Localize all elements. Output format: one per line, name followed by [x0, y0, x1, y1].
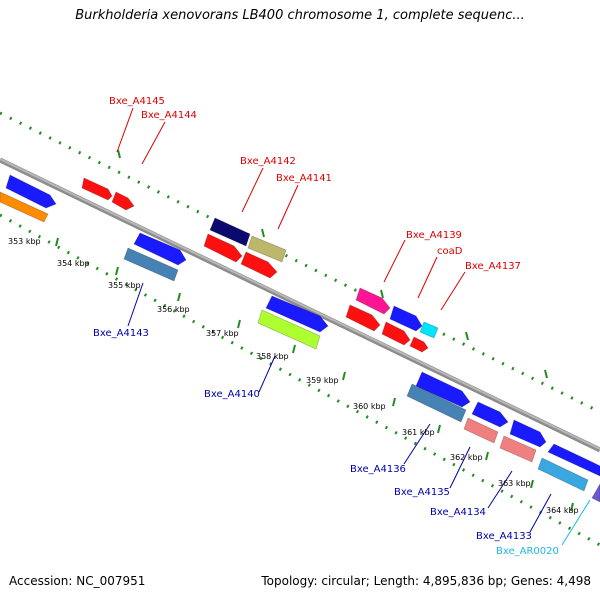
gene-label[interactable]: Bxe_A4137 — [465, 261, 521, 272]
kbp-label: 353 kbp — [8, 237, 41, 246]
kbp-label: 360 kbp — [353, 402, 386, 411]
gene-block-orange[interactable] — [0, 191, 49, 223]
gene-block-red[interactable] — [203, 233, 243, 263]
gene-label[interactable]: Bxe_A4136 — [350, 464, 406, 475]
gene-label[interactable]: Bxe_A4141 — [276, 173, 332, 184]
gene-block-red[interactable] — [240, 251, 278, 279]
genome-summary-text: Topology: circular; Length: 4,895,836 bp… — [261, 574, 591, 588]
accession-text: Accession: NC_007951 — [9, 574, 146, 588]
leader-line — [529, 493, 552, 533]
gene-block-blue[interactable] — [471, 401, 509, 428]
gene-label[interactable]: Bxe_A4139 — [406, 230, 462, 241]
gene-block-salmon[interactable] — [463, 417, 499, 444]
map-title: Burkholderia xenovorans LB400 chromosome… — [75, 8, 525, 23]
leader-lines — [116, 107, 591, 546]
leader-line — [258, 355, 276, 393]
leader-line — [127, 282, 144, 327]
kbp-labels: 353 kbp 354 kbp 355 kbp 356 kbp 357 kbp … — [8, 237, 579, 515]
gene-label[interactable]: Bxe_A4134 — [430, 507, 486, 518]
gene-block-skyblue[interactable] — [537, 457, 589, 492]
leader-line — [116, 107, 134, 153]
gene-label[interactable]: coaD — [437, 246, 463, 257]
gene-label[interactable]: Bxe_A4143 — [93, 328, 149, 339]
leader-line — [403, 423, 431, 465]
genome-backbone-highlight — [0, 158, 600, 450]
gene-block-magenta[interactable] — [355, 287, 391, 315]
gene-label[interactable]: Bxe_A4144 — [141, 110, 197, 121]
gene-block-red[interactable] — [81, 177, 113, 201]
gene-label[interactable]: Bxe_A4140 — [204, 389, 260, 400]
gene-block-navy[interactable] — [209, 217, 251, 247]
kbp-label: 358 kbp — [256, 352, 289, 361]
gene-block-blue[interactable] — [389, 305, 423, 332]
gene-block-blue[interactable] — [5, 174, 57, 209]
kbp-label: 363 kbp — [498, 479, 531, 488]
gene-block-blue[interactable] — [509, 419, 547, 448]
gene-labels: Bxe_A4145 Bxe_A4144 Bxe_A4142 Bxe_A4141 … — [93, 96, 559, 557]
gene-label[interactable]: Bxe_AR0020 — [496, 546, 559, 557]
kbp-label: 357 kbp — [206, 329, 239, 338]
outer-ticks — [117, 149, 548, 379]
leader-line — [449, 446, 471, 489]
gene-label[interactable]: Bxe_A4145 — [109, 96, 165, 107]
leader-line — [241, 167, 264, 213]
gene-block-lime[interactable] — [257, 309, 321, 350]
kbp-label: 354 kbp — [57, 259, 90, 268]
kbp-label: 364 kbp — [546, 506, 579, 515]
inner-dotted-track — [0, 213, 600, 547]
gene-block-red[interactable] — [409, 336, 429, 353]
kbp-label: 356 kbp — [157, 305, 190, 314]
gene-block-steelblue[interactable] — [123, 247, 179, 282]
gene-block-steelblue[interactable] — [406, 383, 467, 423]
gene-label[interactable]: Bxe_A4133 — [476, 531, 532, 542]
leader-line — [141, 121, 166, 165]
gene-label[interactable]: Bxe_A4142 — [240, 156, 296, 167]
gene-block-blue[interactable] — [133, 232, 187, 266]
leader-line — [277, 184, 299, 230]
gene-block-blue[interactable] — [265, 295, 329, 333]
leader-line — [417, 256, 438, 299]
kbp-label: 362 kbp — [450, 453, 483, 462]
gene-block-cyan[interactable] — [419, 321, 439, 339]
gene-block-red[interactable] — [111, 191, 135, 211]
gene-label[interactable]: Bxe_A4135 — [394, 487, 450, 498]
gene-blocks — [0, 174, 600, 503]
leader-line — [383, 239, 406, 283]
gene-block-salmon[interactable] — [499, 435, 537, 463]
kbp-label: 359 kbp — [306, 376, 339, 385]
outer-dotted-track — [0, 111, 600, 414]
leader-line — [487, 470, 513, 509]
gene-block-khaki[interactable] — [247, 235, 287, 263]
gene-block-blue[interactable] — [547, 443, 600, 477]
kbp-label: 361 kbp — [402, 428, 435, 437]
gene-block-blue[interactable] — [415, 371, 471, 408]
leader-line — [440, 271, 466, 311]
kbp-label: 355 kbp — [108, 281, 141, 290]
gene-block-purple[interactable] — [591, 483, 600, 503]
gene-block-red[interactable] — [345, 304, 381, 332]
leader-line — [561, 499, 591, 546]
inner-ticks — [55, 237, 574, 512]
gene-block-red[interactable] — [381, 321, 411, 346]
